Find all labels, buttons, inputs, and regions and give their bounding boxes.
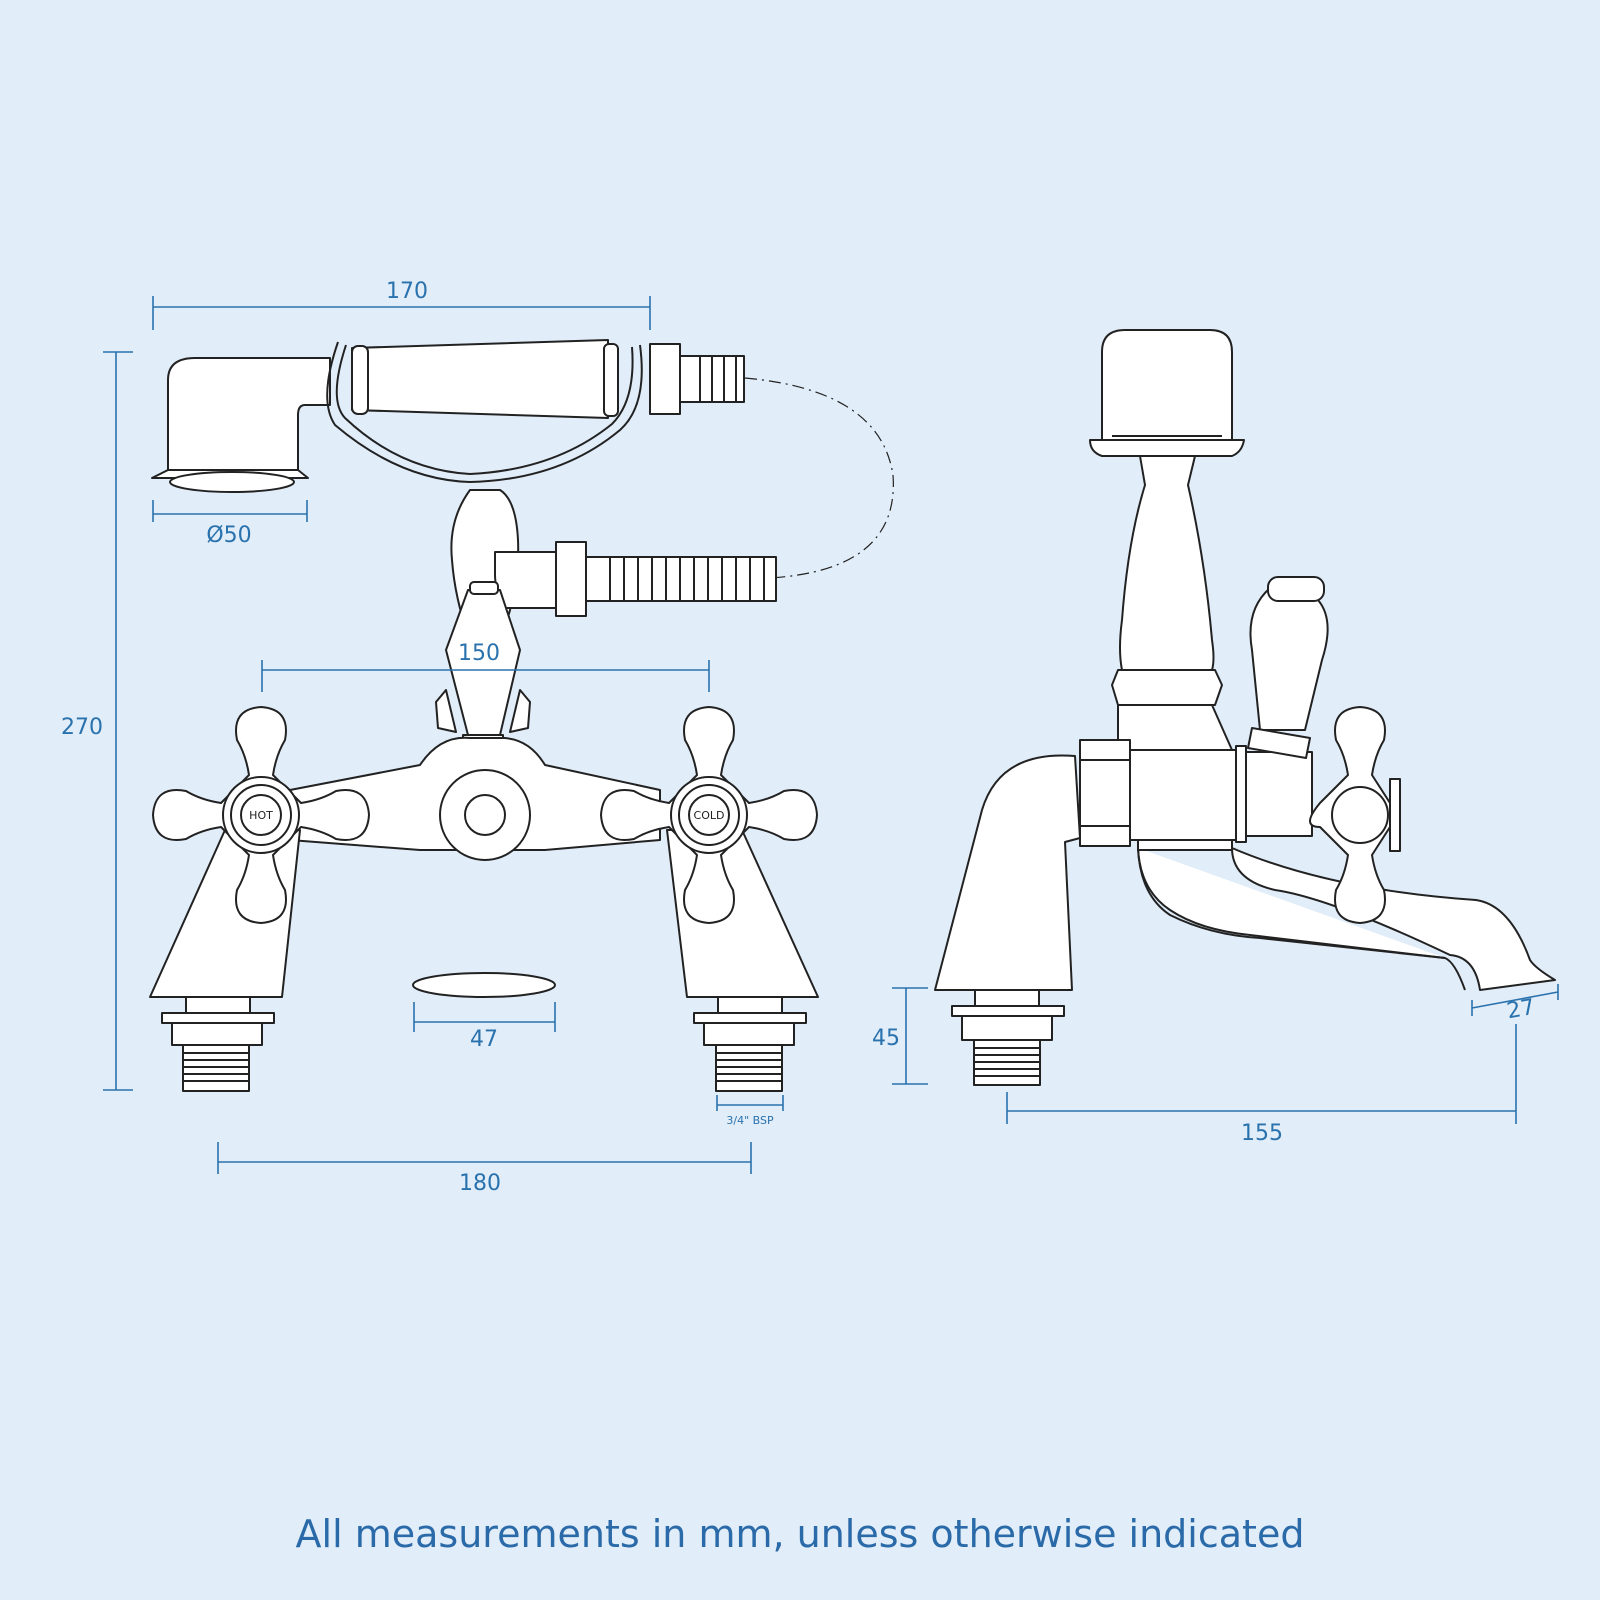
- svg-text:270: 270: [61, 715, 103, 740]
- svg-text:47: 47: [470, 1027, 498, 1052]
- hot-handle: HOT: [152, 706, 370, 924]
- svg-text:45: 45: [872, 1026, 900, 1051]
- svg-text:27: 27: [1505, 995, 1537, 1024]
- dimension-270: 270: [61, 351, 133, 1091]
- dimension-27: 27: [1471, 984, 1559, 1024]
- front-view: HOT COLD: [150, 339, 894, 1092]
- dimension-170: 170: [152, 279, 651, 330]
- svg-text:180: 180: [459, 1171, 501, 1196]
- hose-dashed-line: [744, 377, 894, 579]
- cold-label: COLD: [694, 809, 725, 822]
- side-view: [934, 329, 1556, 1086]
- cold-handle: COLD: [600, 706, 818, 924]
- svg-text:155: 155: [1241, 1121, 1283, 1146]
- hot-label: HOT: [249, 809, 273, 822]
- svg-text:170: 170: [386, 279, 428, 304]
- left-fixing: [161, 996, 275, 1092]
- dimension-47: 47: [413, 1002, 556, 1052]
- svg-text:Ø50: Ø50: [206, 523, 251, 548]
- dimension-180: 180: [217, 1142, 752, 1196]
- shower-handset: [151, 339, 745, 493]
- dimension-diameter-50: Ø50: [152, 500, 308, 548]
- svg-text:3/4" BSP: 3/4" BSP: [726, 1114, 774, 1127]
- measurement-note: All measurements in mm, unless otherwise…: [295, 1512, 1305, 1556]
- dimension-45: 45: [872, 987, 928, 1085]
- dimension-155: 155: [1006, 1024, 1517, 1146]
- side-fixing: [951, 989, 1065, 1086]
- dimension-150: 150: [261, 641, 710, 692]
- right-fixing: [693, 996, 807, 1092]
- dimension-thread: 3/4" BSP: [716, 1095, 784, 1127]
- svg-text:150: 150: [458, 641, 500, 666]
